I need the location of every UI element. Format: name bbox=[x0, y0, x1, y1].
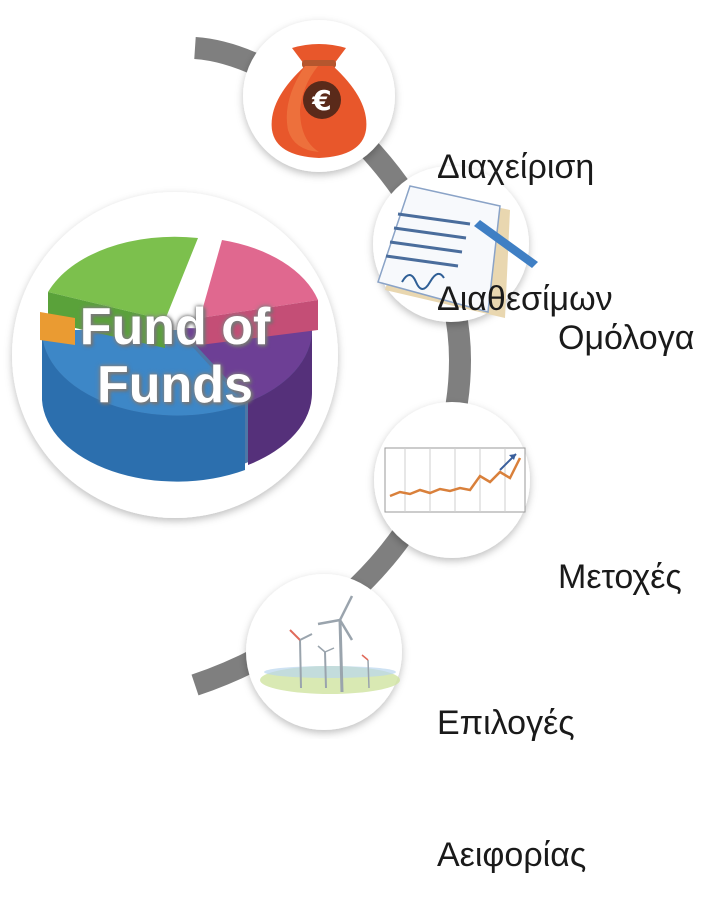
fund-diagram-canvas: € bbox=[12, 20, 538, 730]
center-title-line1: Fund of bbox=[79, 298, 271, 356]
money-bag-icon: € bbox=[243, 20, 395, 172]
label-stocks-line1: Μετοχές bbox=[558, 558, 682, 596]
label-stocks: Μετοχές bbox=[558, 467, 682, 643]
label-sustainability: Επιλογές Αειφορίας bbox=[437, 613, 586, 921]
label-cash-management: Διαχείριση Διαθεσίμων bbox=[437, 57, 613, 365]
label-sustainability-line2: Αειφορίας bbox=[437, 836, 587, 874]
label-sustainability-line1: Επιλογές bbox=[437, 704, 575, 742]
wind-turbine-icon bbox=[246, 574, 402, 730]
stock-chart-icon bbox=[374, 402, 530, 558]
svg-text:€: € bbox=[311, 84, 331, 117]
label-cash-management-line2: Διαθεσίμων bbox=[437, 280, 613, 318]
label-bonds: Ομόλογα bbox=[558, 228, 694, 404]
pie-chart-icon bbox=[12, 192, 338, 518]
label-bonds-line1: Ομόλογα bbox=[558, 319, 695, 357]
center-title: Fund of Funds bbox=[40, 298, 310, 414]
bond-document-icon bbox=[373, 166, 538, 322]
label-cash-management-line1: Διαχείριση bbox=[437, 148, 595, 186]
center-title-line2: Funds bbox=[97, 356, 253, 414]
